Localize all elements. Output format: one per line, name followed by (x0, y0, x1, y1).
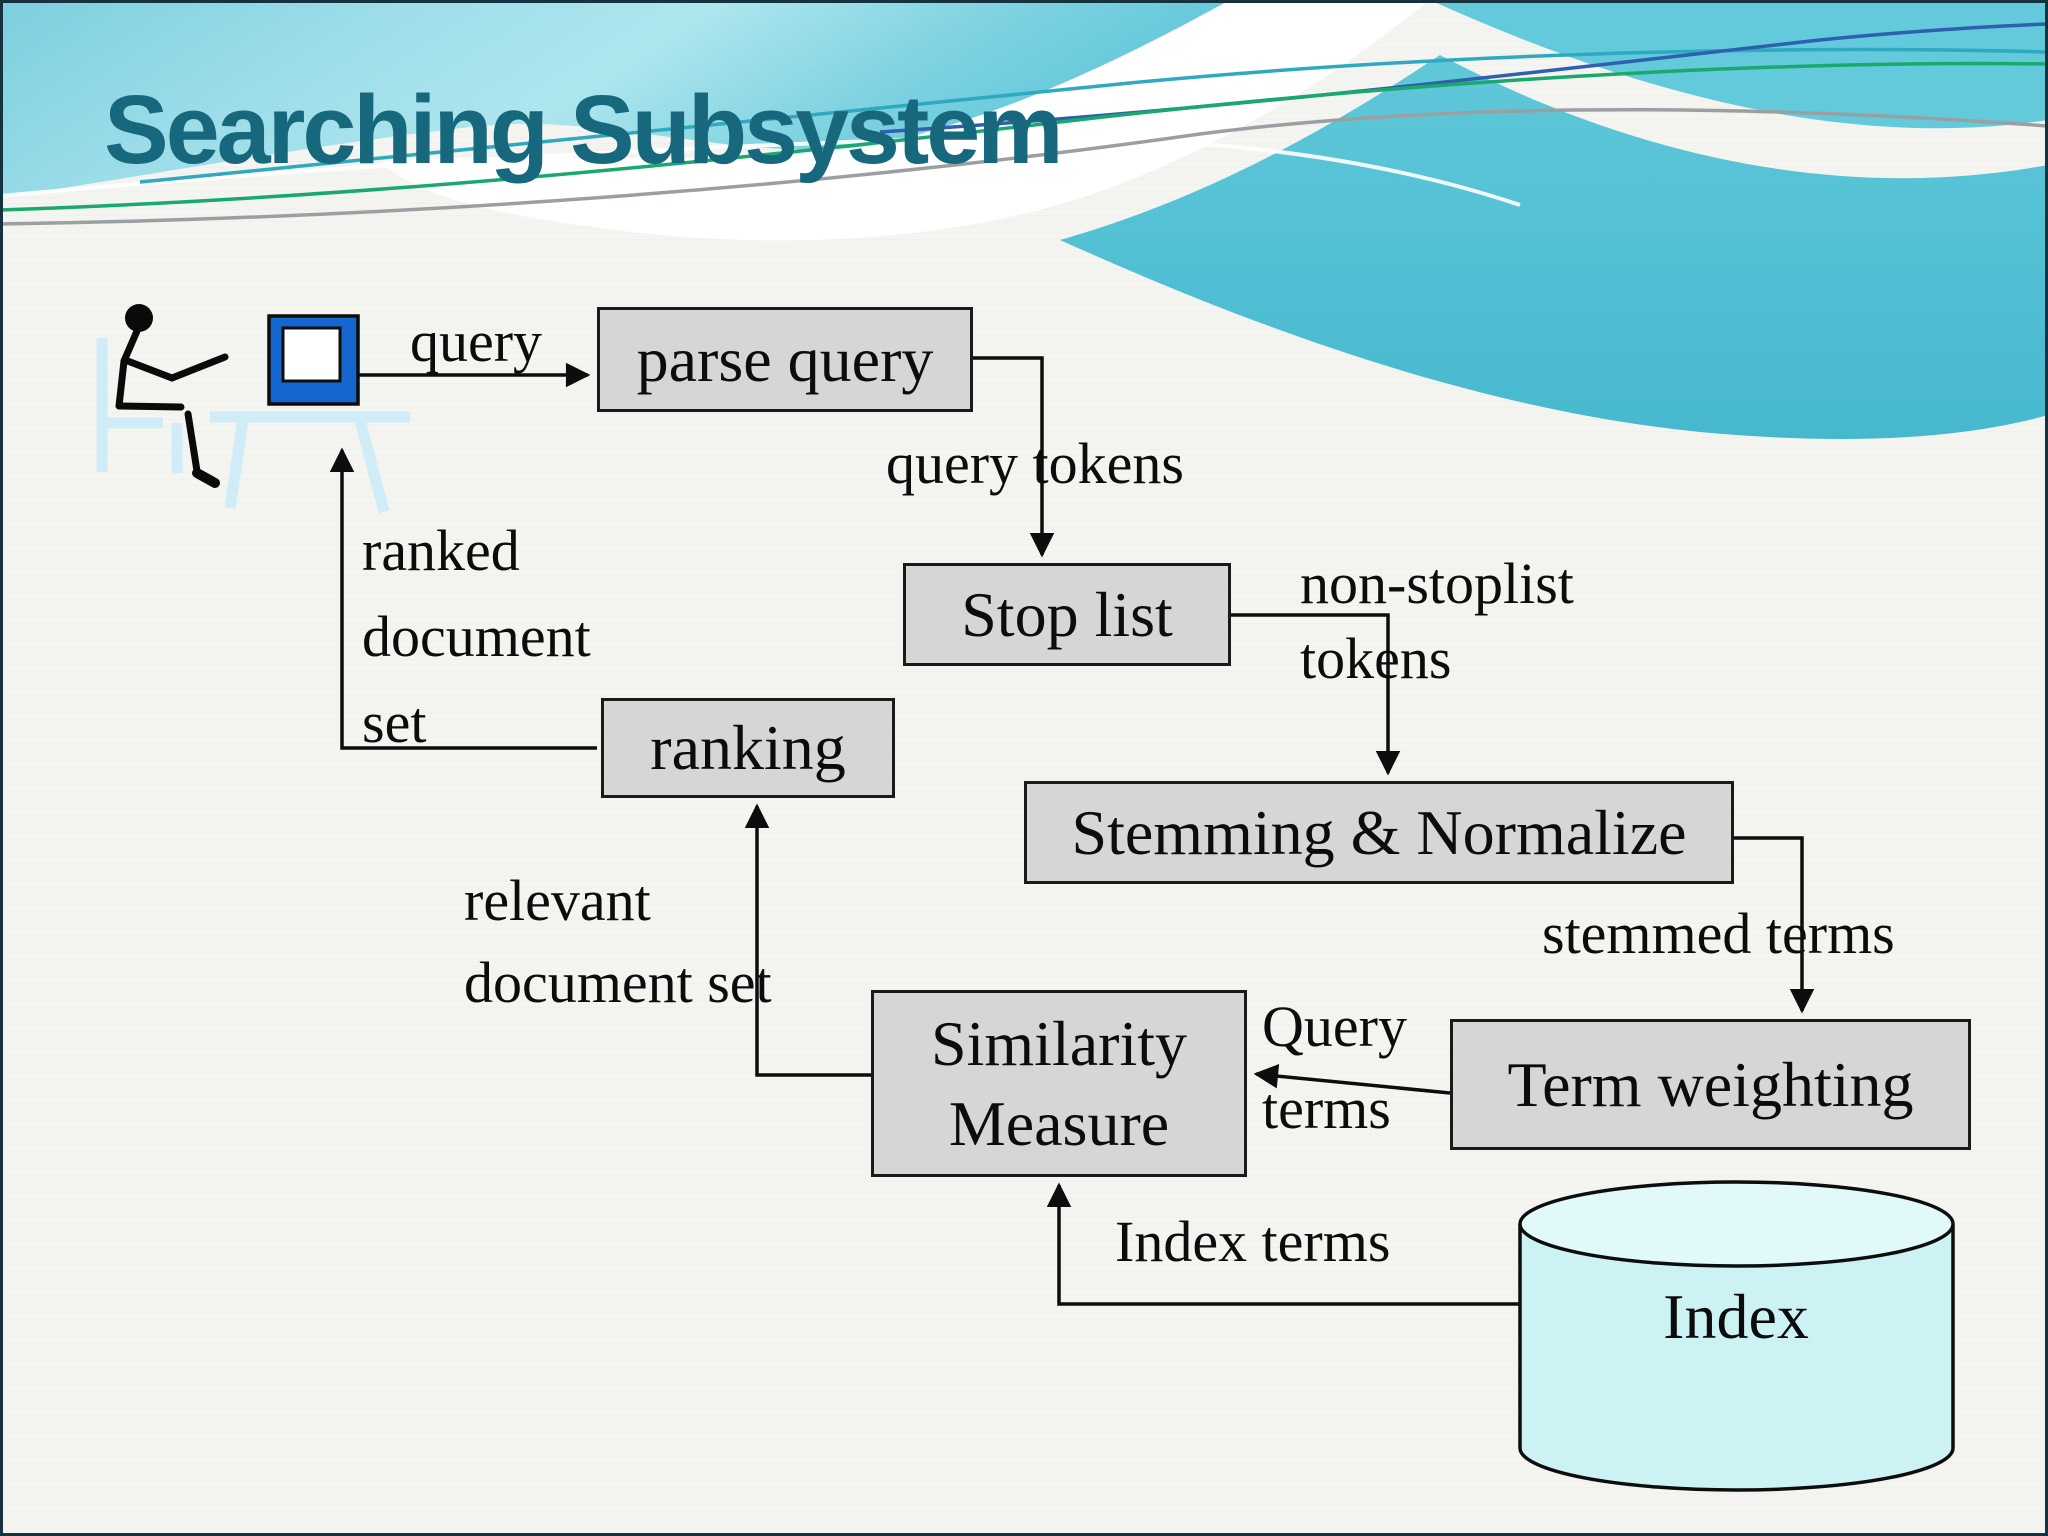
edge-label-non-stoplist-tokens: non-stoplist tokens (1300, 546, 1574, 697)
node-parse-query: parse query (597, 307, 973, 412)
edge-label-query: query (410, 309, 543, 374)
arrow-relevant-document-set (744, 803, 871, 1077)
user-icon (115, 304, 229, 488)
page-title: Searching Subsystem (104, 75, 1063, 184)
node-term-weighting-label: Term weighting (1507, 1048, 1914, 1120)
edge-label-ranked-line3: set (362, 689, 427, 755)
wave-banner-graphic (0, 0, 2048, 439)
arrow-stemmed-terms (1734, 836, 1815, 1014)
index-cylinder-icon (1518, 1180, 1955, 1492)
node-parse-query-label: parse query (636, 323, 934, 395)
edge-label-non-stoplist-line2: tokens (1300, 626, 1452, 692)
node-stop-list: Stop list (903, 563, 1231, 666)
index-datastore-label: Index (1663, 1281, 1809, 1352)
edge-label-stemmed-terms: stemmed terms (1542, 901, 1895, 966)
node-similarity-measure: Similarity Measure (871, 990, 1247, 1177)
node-similarity-measure-line2: Measure (948, 1087, 1170, 1159)
edge-label-index-terms: Index terms (1115, 1209, 1391, 1274)
wave-white-swoosh (380, 0, 1430, 241)
edge-label-query-tokens: query tokens (886, 431, 1184, 496)
wave-thin-green-line (0, 61, 2048, 212)
edge-label-relevant-document-set: relevant document set (464, 860, 772, 1025)
arrow-ranked-document-set (329, 447, 597, 750)
edge-label-relevant-line1: relevant (464, 868, 651, 933)
wave-deep-band (1060, 55, 2048, 439)
node-term-weighting: Term weighting (1450, 1019, 1971, 1150)
desk-chair-icon (96, 338, 410, 514)
node-ranking-label: ranking (650, 712, 846, 783)
arrow-non-stoplist-tokens (1231, 613, 1401, 776)
node-ranking: ranking (601, 698, 895, 798)
node-similarity-measure-line1: Similarity (931, 1007, 1187, 1079)
edge-label-non-stoplist-line1: non-stoplist (1300, 551, 1574, 616)
node-stemming-normalize-label: Stemming & Normalize (1071, 796, 1687, 868)
arrow-index-terms (1046, 1182, 1520, 1306)
edge-label-ranked-document-set: ranked document set (362, 508, 591, 765)
arrow-query-terms (1253, 1063, 1451, 1095)
edge-label-query-terms: Query terms (1262, 986, 1407, 1151)
flow-arrows (329, 356, 1815, 1306)
wave-thin-teal-line (139, 47, 2048, 184)
edge-label-ranked-line1: ranked (362, 518, 520, 583)
node-stemming-normalize: Stemming & Normalize (1024, 781, 1734, 884)
edge-label-query-terms-line1: Query (1262, 994, 1407, 1059)
monitor-icon (267, 314, 360, 406)
wave-thin-gray-line (0, 108, 2048, 226)
edge-label-relevant-line2: document set (464, 950, 772, 1016)
arrow-query-tokens (973, 356, 1055, 558)
edge-label-ranked-line2: document (362, 603, 591, 669)
node-stop-list-label: Stop list (961, 578, 1173, 650)
edge-label-query-terms-line2: terms (1262, 1076, 1391, 1142)
wave-thin-white-line (0, 135, 1521, 207)
wave-main-shape (0, 0, 1230, 198)
